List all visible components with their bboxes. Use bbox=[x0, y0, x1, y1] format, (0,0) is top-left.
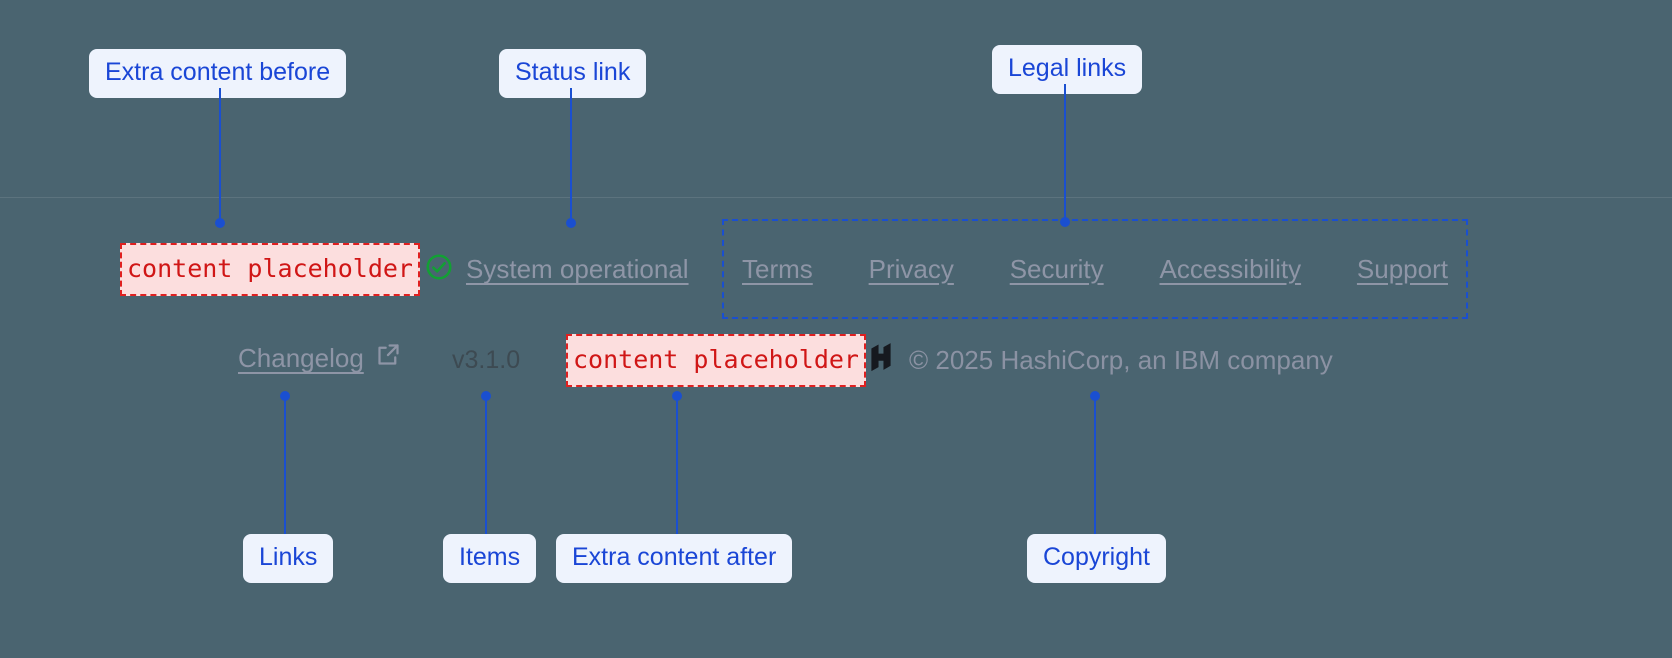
annotation-label-extra-content-before: Extra content before bbox=[89, 49, 347, 98]
annotation-connector-status-link bbox=[570, 88, 572, 223]
annotation-label-legal-links: Legal links bbox=[992, 45, 1143, 94]
annotation-label-copyright: Copyright bbox=[1027, 534, 1166, 583]
legal-link-privacy[interactable]: Privacy bbox=[868, 253, 954, 284]
legal-link-security[interactable]: Security bbox=[1009, 253, 1104, 284]
annotation-label-status-link: Status link bbox=[499, 49, 647, 98]
copyright-text: © 2025 HashiCorp, an IBM company bbox=[909, 345, 1333, 375]
annotation-connector-extra-content-after bbox=[676, 396, 678, 534]
annotation-connector-copyright bbox=[1094, 396, 1096, 534]
annotation-connector-extra-content-before bbox=[219, 88, 221, 223]
annotation-dot-legal-links bbox=[1060, 217, 1070, 227]
annotation-dot-status-link bbox=[566, 218, 576, 228]
extra-content-after-placeholder: content placeholder bbox=[566, 334, 866, 387]
external-link-icon bbox=[375, 341, 402, 373]
annotation-label-items: Items bbox=[443, 534, 537, 583]
legal-links-group: Terms Privacy Security Accessibility Sup… bbox=[722, 219, 1468, 319]
annotation-connector-legal-links bbox=[1064, 84, 1066, 223]
version-label: v3.1.0 bbox=[452, 346, 521, 374]
legal-link-support[interactable]: Support bbox=[1356, 253, 1448, 284]
changelog-link-label: Changelog bbox=[238, 343, 364, 373]
annotation-dot-extra-content-before bbox=[215, 218, 225, 228]
status-link[interactable]: System operational bbox=[424, 252, 689, 287]
legal-link-accessibility[interactable]: Accessibility bbox=[1159, 253, 1302, 284]
hashicorp-logo bbox=[866, 342, 896, 379]
extra-content-before-placeholder: content placeholder bbox=[120, 243, 420, 296]
annotation-connector-links bbox=[284, 396, 286, 534]
annotation-label-extra-content-after: Extra content after bbox=[556, 534, 793, 583]
check-circle-icon bbox=[424, 252, 454, 287]
status-link-label: System operational bbox=[466, 254, 689, 284]
changelog-link[interactable]: Changelog bbox=[238, 343, 402, 374]
annotation-label-links: Links bbox=[243, 534, 334, 583]
footer-divider bbox=[0, 197, 1672, 198]
legal-link-terms[interactable]: Terms bbox=[742, 253, 813, 284]
annotation-connector-items bbox=[485, 396, 487, 534]
copyright-block: © 2025 HashiCorp, an IBM company bbox=[866, 342, 1333, 379]
